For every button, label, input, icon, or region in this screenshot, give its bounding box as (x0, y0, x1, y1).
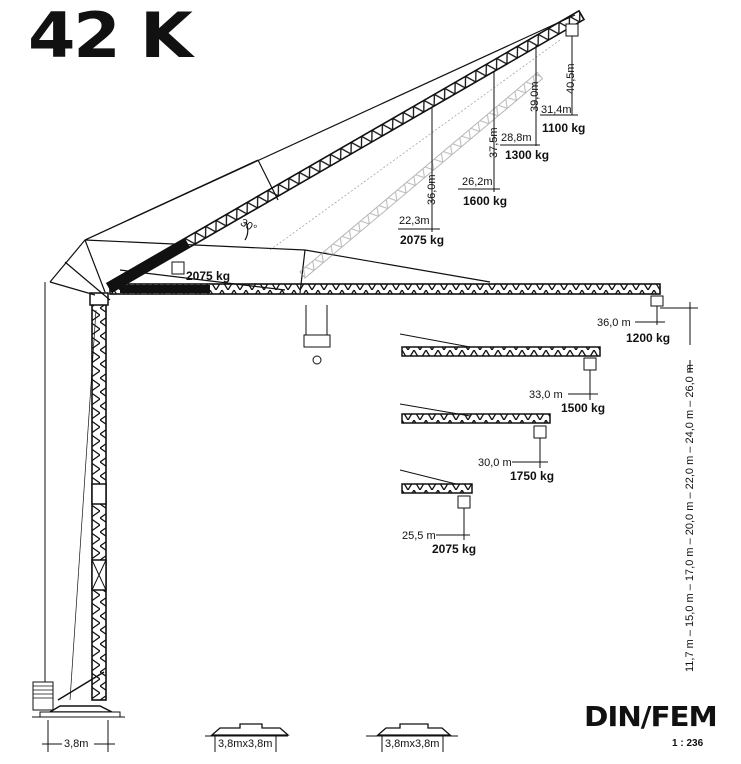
height-39: 39,0m (529, 81, 541, 112)
load-2075-h: 2075 kg (432, 542, 477, 556)
load-1300: 1300 kg (505, 148, 550, 162)
radius-36: 36,0 m (597, 317, 631, 329)
tower (89, 292, 109, 701)
scale-label: 1 : 236 (672, 738, 704, 749)
hook-horizontal (650, 295, 664, 325)
radius-25-5: 25,5 m (402, 530, 436, 542)
standard-label: DIN/FEM (584, 700, 718, 733)
base-load-label: 2075 kg (186, 269, 231, 283)
height-37-5: 37,5m (488, 127, 500, 158)
base-label-1: 3,8m (64, 738, 89, 750)
jib-30 (399, 403, 551, 468)
base-label-2: 3,8mx3,8m (218, 738, 273, 750)
jib-33 (399, 333, 601, 400)
jib-25-5 (399, 469, 473, 540)
horizontal-jib (109, 283, 661, 295)
radius-31-4: 31,4m (541, 104, 572, 116)
load-1100: 1100 kg (542, 121, 586, 135)
base-right (366, 723, 458, 737)
base-label-3: 3,8mx3,8m (385, 738, 440, 750)
model-title: 42 K (28, 0, 193, 72)
radius-28-8: 28,8m (501, 132, 532, 144)
radius-33: 33,0 m (529, 389, 563, 401)
hook-block (303, 305, 331, 365)
load-1600: 1600 kg (463, 194, 508, 208)
hook-tip-luffing (565, 23, 579, 115)
load-1750: 1750 kg (510, 469, 555, 483)
height-36: 36,0m (426, 174, 438, 205)
load-1200: 1200 kg (626, 331, 671, 345)
radius-26-2: 26,2m (462, 176, 493, 188)
base-left (32, 671, 125, 718)
height-40-5: 40,5m (565, 63, 577, 94)
luffing-jib-ghost (299, 71, 544, 279)
load-2075: 2075 kg (400, 233, 445, 247)
radius-30: 30,0 m (478, 457, 512, 469)
base-middle (205, 723, 290, 737)
load-1500: 1500 kg (561, 401, 606, 415)
hook-2075 (171, 261, 185, 275)
radius-22-3: 22,3m (399, 215, 430, 227)
hook-heights-label: 11,7 m – 15,0 m – 17,0 m – 20,0 m – 22,0… (684, 364, 696, 672)
a-frame-rigging (49, 14, 576, 301)
